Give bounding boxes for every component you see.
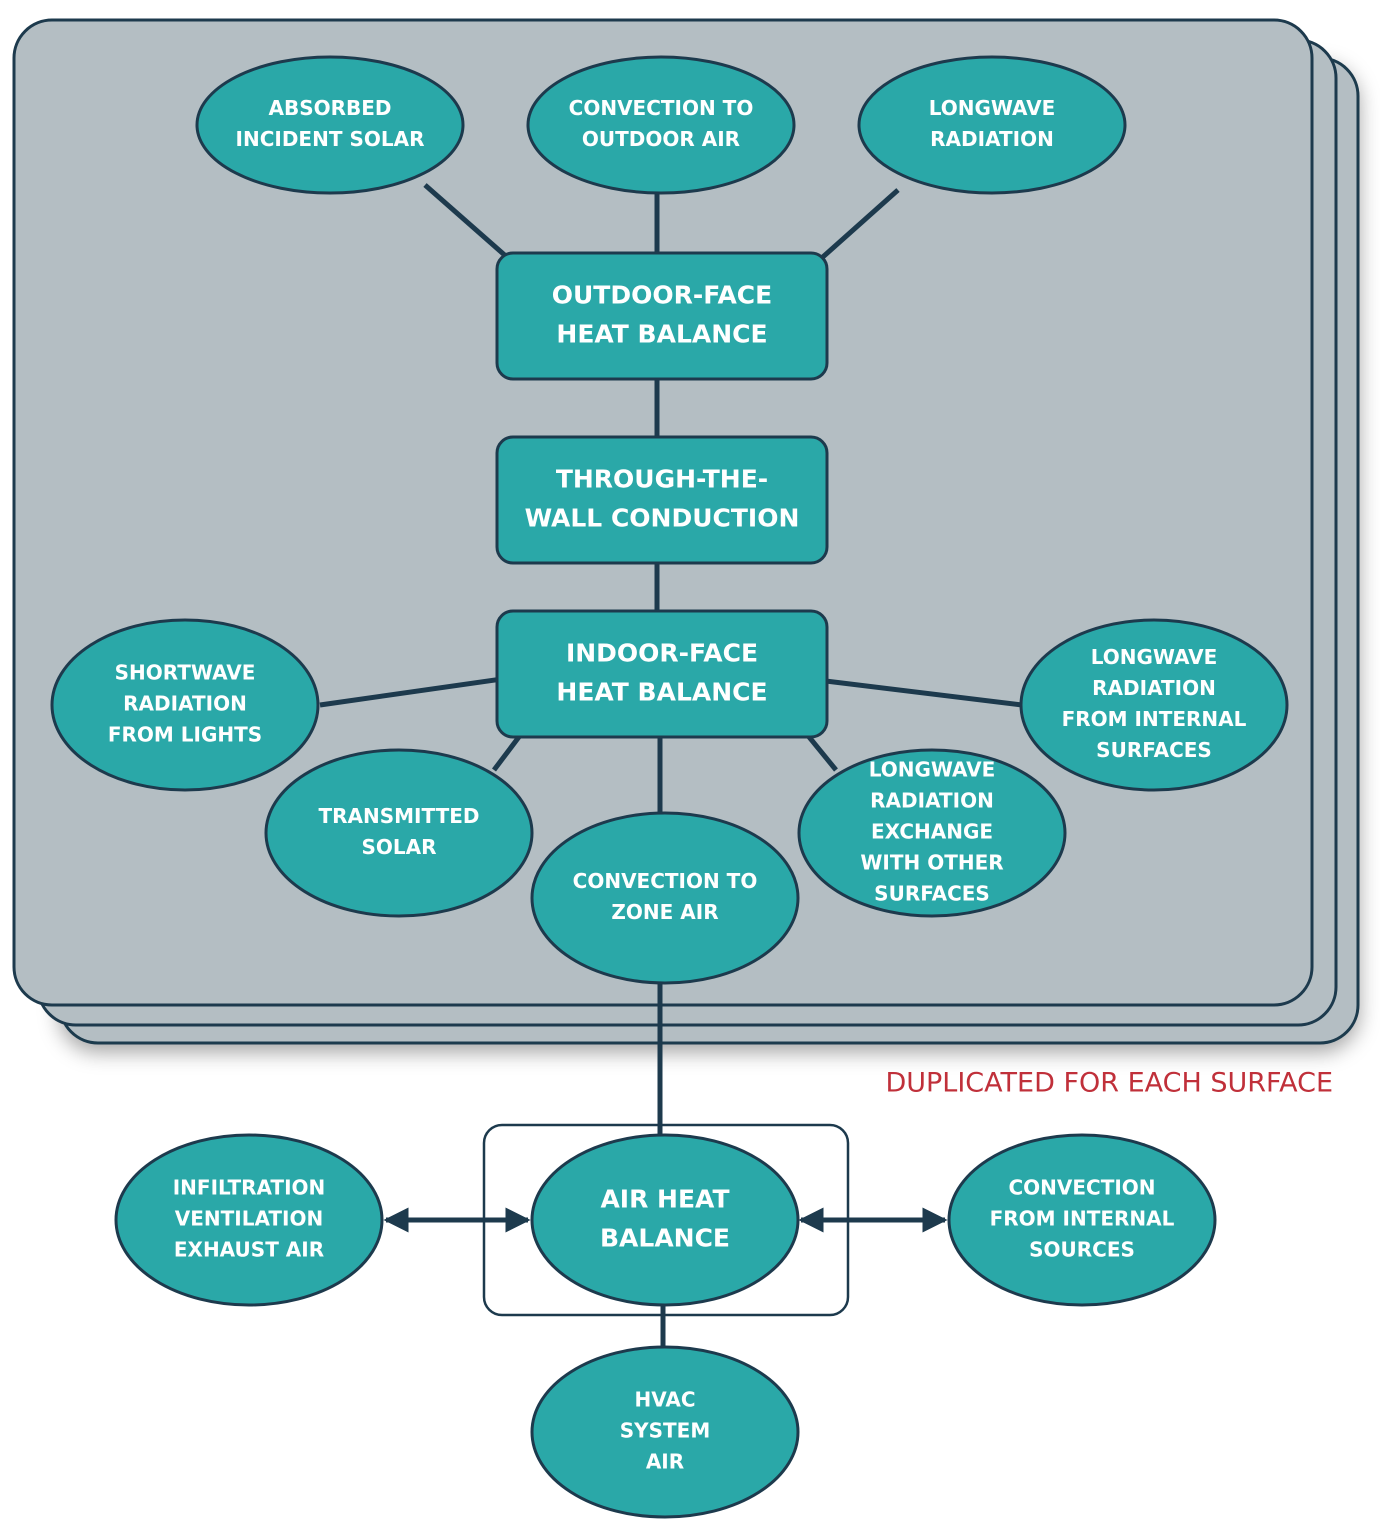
node-convection-internal-label-line-3: SOURCES [1029,1238,1135,1262]
node-hvac: HVAC SYSTEM AIR [530,1345,800,1519]
node-longwave-exchange-label-line-4: WITH OTHER [860,851,1003,875]
node-convection-outdoor: CONVECTION TO OUTDOOR AIR [526,55,796,195]
node-shortwave-lights-label-line-3: FROM LIGHTS [108,723,262,747]
node-longwave-exchange-label-line-1: LONGWAVE [869,758,996,782]
node-indoor-face: INDOOR-FACE HEAT BALANCE [495,609,829,739]
node-absorbed-solar-label-line-1: ABSORBED [268,96,391,120]
node-longwave-internal: LONGWAVE RADIATION FROM INTERNAL SURFACES [1019,618,1289,792]
node-convection-zone-label-line-2: ZONE AIR [611,900,718,924]
node-indoor-face-label-line-1: INDOOR-FACE [566,639,758,668]
node-longwave-internal-label-line-1: LONGWAVE [1091,645,1218,669]
node-hvac-label-line-1: HVAC [634,1388,695,1412]
node-hvac-label-line-3: AIR [646,1450,684,1474]
node-outdoor-face-shape [495,251,829,381]
node-longwave-exchange-shape [797,748,1067,918]
node-longwave-exchange: LONGWAVE RADIATION EXCHANGE WITH OTHER SURFA… [797,748,1067,918]
node-transmitted-solar-label-line-2: SOLAR [361,835,436,859]
node-convection-zone: CONVECTION TO ZONE AIR [530,811,800,985]
node-convection-zone-label-line-1: CONVECTION TO [573,869,758,893]
node-longwave-exchange-label-line-2: RADIATION [870,789,994,813]
node-wall-conduction: THROUGH-THE- WALL CONDUCTION [495,435,829,565]
node-shortwave-lights-label-line-1: SHORTWAVE [115,661,256,685]
node-convection-internal-shape [947,1133,1217,1307]
node-convection-outdoor-shape [526,55,796,195]
node-infiltration-shape [114,1133,384,1307]
node-air-heat-balance-label-line-1: AIR HEAT [600,1185,729,1214]
node-hvac-shape [530,1345,800,1519]
node-air-heat-balance: AIR HEAT BALANCE [530,1133,800,1307]
node-infiltration-label-line-3: EXHAUST AIR [174,1238,324,1262]
node-outdoor-face-label-line-2: HEAT BALANCE [556,319,767,348]
node-convection-zone-shape [530,811,800,985]
node-longwave-outdoor-label-line-1: LONGWAVE [929,96,1056,120]
node-transmitted-solar: TRANSMITTED SOLAR [264,748,534,918]
node-wall-conduction-shape [495,435,829,565]
node-longwave-exchange-label-line-5: SURFACES [874,882,990,906]
node-indoor-face-shape [495,609,829,739]
nodes-layer: ABSORBED INCIDENT SOLAR CONVECTION TO OUTDO… [50,55,1289,1519]
node-convection-internal-label-line-1: CONVECTION [1008,1176,1155,1200]
node-infiltration: INFILTRATION VENTILATION EXHAUST AIR [114,1133,384,1307]
node-longwave-internal-label-line-2: RADIATION [1092,676,1216,700]
arrow-longwave-internal-to-indoor-face [790,667,1023,708]
node-longwave-exchange-label-line-3: EXCHANGE [871,820,993,844]
node-infiltration-label-line-2: VENTILATION [175,1207,323,1231]
node-absorbed-solar-shape [195,55,465,195]
node-longwave-internal-shape [1019,618,1289,792]
node-wall-conduction-label-line-1: THROUGH-THE- [556,465,768,494]
node-longwave-internal-label-line-3: FROM INTERNAL [1062,707,1247,731]
node-absorbed-solar-label-line-2: INCIDENT SOLAR [236,127,425,151]
node-longwave-outdoor-shape [857,55,1127,195]
arrow-shortwave-lights-to-indoor-face [319,665,533,708]
node-convection-outdoor-label-line-1: CONVECTION TO [569,96,754,120]
node-longwave-outdoor: LONGWAVE RADIATION [857,55,1127,195]
node-convection-internal-label-line-2: FROM INTERNAL [990,1207,1175,1231]
node-air-heat-balance-shape [530,1133,800,1307]
node-shortwave-lights-shape [50,618,320,792]
node-air-heat-balance-label-line-2: BALANCE [600,1223,730,1252]
node-indoor-face-label-line-2: HEAT BALANCE [556,677,767,706]
node-absorbed-solar: ABSORBED INCIDENT SOLAR [195,55,465,195]
node-transmitted-solar-label-line-1: TRANSMITTED [318,804,479,828]
node-convection-internal: CONVECTION FROM INTERNAL SOURCES [947,1133,1217,1307]
node-transmitted-solar-shape [264,748,534,918]
node-shortwave-lights-label-line-2: RADIATION [123,692,247,716]
node-longwave-outdoor-label-line-2: RADIATION [930,127,1054,151]
node-convection-outdoor-label-line-2: OUTDOOR AIR [582,127,740,151]
node-longwave-internal-label-line-4: SURFACES [1096,738,1212,762]
node-shortwave-lights: SHORTWAVE RADIATION FROM LIGHTS [50,618,320,792]
node-outdoor-face-label-line-1: OUTDOOR-FACE [552,281,772,310]
node-hvac-label-line-2: SYSTEM [620,1419,711,1443]
node-wall-conduction-label-line-2: WALL CONDUCTION [525,503,800,532]
node-infiltration-label-line-1: INFILTRATION [173,1176,326,1200]
node-outdoor-face: OUTDOOR-FACE HEAT BALANCE [495,251,829,381]
duplicated-caption: DUPLICATED FOR EACH SURFACE [885,1068,1333,1099]
